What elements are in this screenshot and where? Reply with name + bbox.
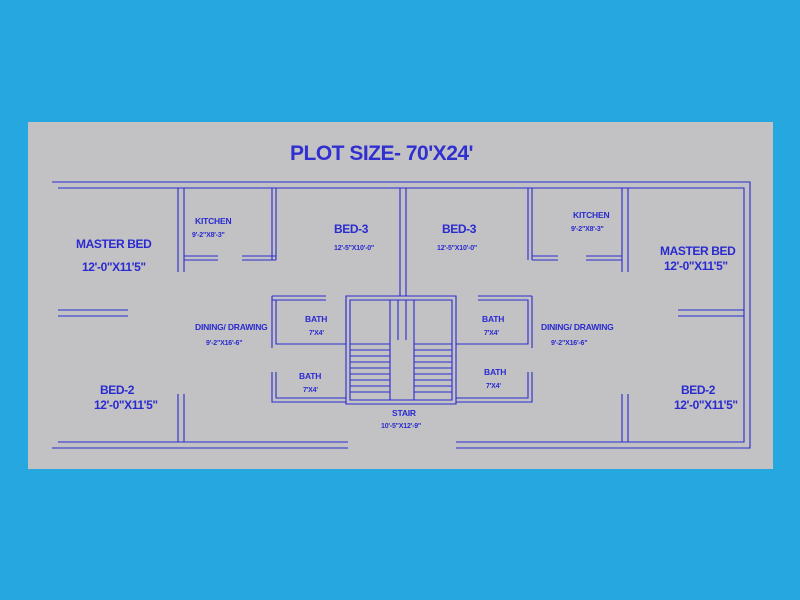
right-master-size: 12'-0"X11'5" — [664, 259, 728, 273]
plot-title: PLOT SIZE- 70'X24' — [290, 142, 473, 165]
right-dining-size: 9'-2"X16'-6" — [551, 340, 587, 347]
right-master-name: MASTER BED — [660, 244, 736, 258]
right-kitchen-size: 9'-2"X8'-3" — [571, 226, 604, 233]
left-master-name: MASTER BED — [76, 237, 152, 251]
walls — [52, 181, 751, 449]
stair-name: STAIR — [392, 408, 416, 418]
right-bath-lower-name: BATH — [484, 367, 506, 377]
floor-plan: PLOT SIZE- 70'X24' — [52, 142, 751, 449]
left-bed3-name: BED-3 — [334, 222, 369, 236]
left-bath-upper-name: BATH — [305, 314, 327, 324]
drawing-sheet: PLOT SIZE- 70'X24' — [28, 122, 773, 469]
right-kitchen-name: KITCHEN — [573, 210, 609, 220]
left-bath-lower-name: BATH — [299, 371, 321, 381]
left-dining-name: DINING/ DRAWING — [195, 322, 268, 332]
right-bath-upper-size: 7'X4' — [484, 330, 499, 337]
right-bed3-name: BED-3 — [442, 222, 477, 236]
right-bath-lower-size: 7'X4' — [486, 383, 501, 390]
left-kitchen-name: KITCHEN — [195, 216, 231, 226]
left-kitchen-size: 9'-2"X8'-3" — [192, 232, 225, 239]
left-bath-lower-size: 7'X4' — [303, 387, 318, 394]
left-master-size: 12'-0"X11'5" — [82, 260, 146, 274]
room-labels: MASTER BED 12'-0"X11'5" KITCHEN 9'-2"X8'… — [76, 210, 738, 430]
right-bed2-size: 12'-0"X11'5" — [674, 398, 738, 412]
right-bed3-size: 12'-5"X10'-0" — [437, 245, 477, 252]
left-bed3-size: 12'-5"X10'-0" — [334, 245, 374, 252]
left-bath-upper-size: 7'X4' — [309, 330, 324, 337]
left-bed2-size: 12'-0"X11'5" — [94, 398, 158, 412]
right-bed2-name: BED-2 — [681, 383, 716, 397]
left-dining-size: 9'-2"X16'-6" — [206, 340, 242, 347]
right-dining-name: DINING/ DRAWING — [541, 322, 614, 332]
stair-size: 10'-5"X12'-9" — [381, 423, 421, 430]
left-bed2-name: BED-2 — [100, 383, 135, 397]
right-bath-upper-name: BATH — [482, 314, 504, 324]
